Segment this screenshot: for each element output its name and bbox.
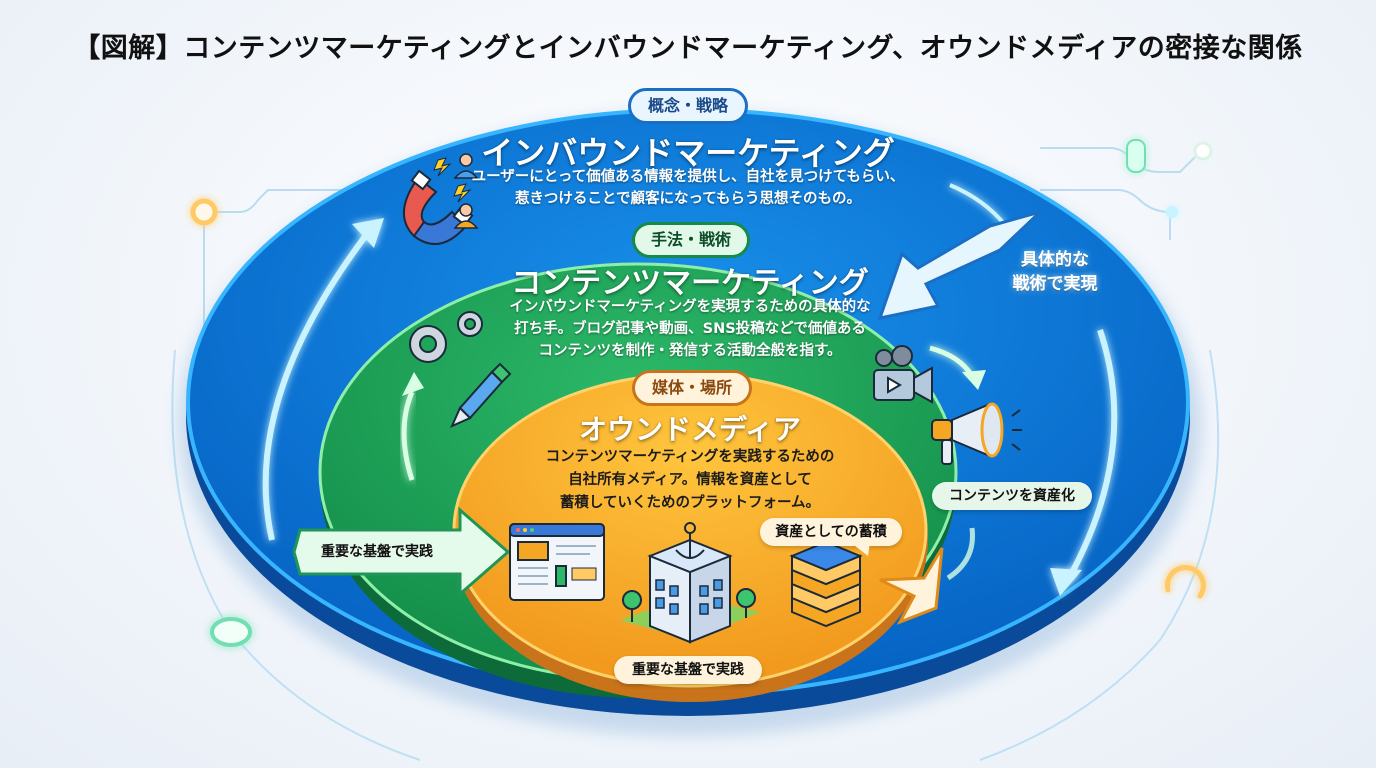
foundation-arrow-left: [292, 506, 511, 598]
orange-arc-icon: [1164, 565, 1206, 599]
flow-arrow-green-up: [401, 391, 415, 481]
outer-layer-heading: インバウンドマーケティング: [481, 134, 895, 172]
outer-layer-tag: 概念・戦略: [628, 88, 748, 124]
tactics-arrow: [877, 210, 1042, 321]
sound-wave-icon: [1011, 409, 1022, 451]
building-anchor-icon: [620, 522, 760, 644]
middle-layer-description: インバウンドマーケティングを実現するための具体的な 打ち手。ブログ記事や動画、S…: [470, 296, 910, 362]
inner-layer-heading: オウンドメディア: [578, 413, 802, 446]
middle-layer-heading: コンテンツマーケティング: [511, 266, 869, 301]
flow-arrow-small: [949, 183, 1007, 227]
foundation-bottom-badge: 重要な基盤で実践: [614, 656, 762, 684]
page-title: 【図解】コンテンツマーケティングとインバウンドマーケティング、オウンドメディアの…: [73, 33, 1303, 64]
middle-description-line: インバウンドマーケティングを実現するための具体的な: [509, 299, 871, 315]
speech-bubble-tail-icon: [850, 542, 870, 556]
flow-arrowhead-icon: [1050, 568, 1082, 596]
outer-layer-description: ユーザーにとって価値ある情報を提供し、自社を見つけてもらい、 惹きつけることで顧…: [440, 166, 936, 210]
middle-description-line: 打ち手。ブログ記事や動画、SNS投稿などで価値ある: [514, 321, 866, 337]
middle-description-line: コンテンツを制作・発信する活動全般を指す。: [538, 343, 842, 359]
tactics-callout-line: 具体的な: [1021, 250, 1089, 270]
inner-description-line: 蓄積していくためのプラットフォーム。: [559, 495, 821, 511]
megaphone-icon: [931, 402, 1004, 465]
gear-icon: [409, 311, 483, 363]
user-icon: [453, 153, 479, 229]
inner-layer-description: コンテンツマーケティングを実践するための 自社所有メディア。情報を資産として 蓄…: [500, 446, 880, 515]
server-stack-icon: [789, 540, 863, 628]
orange-node-icon: [190, 198, 218, 226]
flow-arrowhead-icon: [402, 372, 424, 396]
inner-description-line: 自社所有メディア。情報を資産として: [568, 472, 812, 488]
tactics-callout: 具体的な 戦術で実現: [990, 248, 1120, 296]
inner-layer-tag: 媒体・場所: [632, 370, 752, 406]
video-camera-icon: [873, 345, 933, 404]
asset-content-badge: コンテンツを資産化: [932, 482, 1092, 510]
tactics-callout-line: 戦術で実現: [1012, 274, 1098, 294]
mint-node-icon: [210, 617, 252, 647]
flow-arrowhead-icon: [352, 218, 384, 248]
flow-arrowhead-icon: [962, 370, 986, 390]
pen-icon: [450, 362, 512, 428]
flow-arrow-right-down: [1065, 329, 1118, 582]
cyan-node-icon: [1166, 206, 1178, 218]
lightning-icon: [433, 157, 472, 203]
white-node-icon: [1193, 141, 1213, 161]
accumulation-arrow: [879, 547, 944, 625]
outer-description-line: ユーザーにとって価値ある情報を提供し、自社を見つけてもらい、: [471, 169, 905, 185]
flow-arrow-green-curve: [946, 527, 975, 581]
accumulation-speech-bubble: 資産としての蓄積: [760, 518, 902, 546]
foundation-left-label: 重要な基盤で実践: [321, 544, 433, 560]
flow-arrow-left-up: [262, 228, 373, 541]
green-node-icon: [1126, 139, 1146, 173]
middle-layer-tag: 手法・戦術: [632, 222, 750, 258]
outer-description-line: 惹きつけることで顧客になってもらう思想そのもの。: [514, 191, 862, 207]
browser-window-icon: [509, 523, 605, 601]
inner-description-line: コンテンツマーケティングを実践するための: [545, 449, 835, 465]
